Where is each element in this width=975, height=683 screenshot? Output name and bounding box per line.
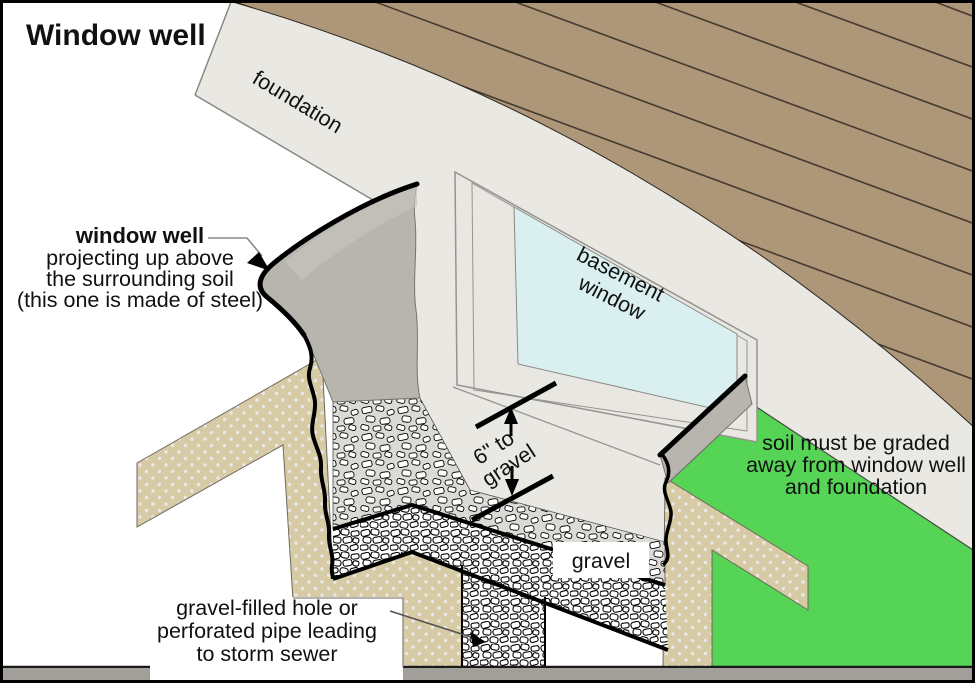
svg-text:to storm sewer: to storm sewer [197,642,338,666]
svg-text:soil must be graded: soil must be graded [762,431,950,455]
drain-callout: gravel-filled hole or perforated pipe le… [150,596,486,681]
arrow-down-icon [505,479,519,496]
arrow-up-icon [504,407,518,424]
window-sill-edge [452,386,661,466]
well-cut-edge-wavy [302,334,335,580]
window-well-label-line1: window well [75,223,204,248]
gravel-label: gravel [553,542,649,578]
svg-text:gravel-filled hole or: gravel-filled hole or [176,596,358,620]
window-well-steel-wall [257,181,421,580]
window-well-steel-right [657,373,753,567]
svg-text:the surrounding soil: the surrounding soil [46,267,234,291]
leader-line [208,237,263,257]
bottom-ground-strip [2,665,973,681]
svg-text:projecting up above: projecting up above [46,246,234,270]
soil-graded-note: soil must be graded away from window wel… [746,431,966,499]
gravel-drain-band [333,505,668,650]
arrowhead-icon [247,252,270,271]
svg-text:gravel: gravel [572,549,631,573]
svg-text:away from window well: away from window well [746,453,966,477]
svg-text:(this one is made of steel): (this one is made of steel) [17,288,263,312]
window-well-callout: window well projecting up above the surr… [17,223,270,312]
well-rolled-rim-edge [257,181,420,338]
svg-text:and foundation: and foundation [785,475,927,499]
basement-window [452,170,758,466]
gravel-band-bottom-edge [332,549,669,652]
leader-line [389,610,475,639]
page-title: Window well [26,19,206,52]
well-right-cut-edge-wavy [658,450,673,567]
svg-text:perforated pipe leading: perforated pipe leading [157,619,377,643]
arrowhead-icon [470,632,486,647]
